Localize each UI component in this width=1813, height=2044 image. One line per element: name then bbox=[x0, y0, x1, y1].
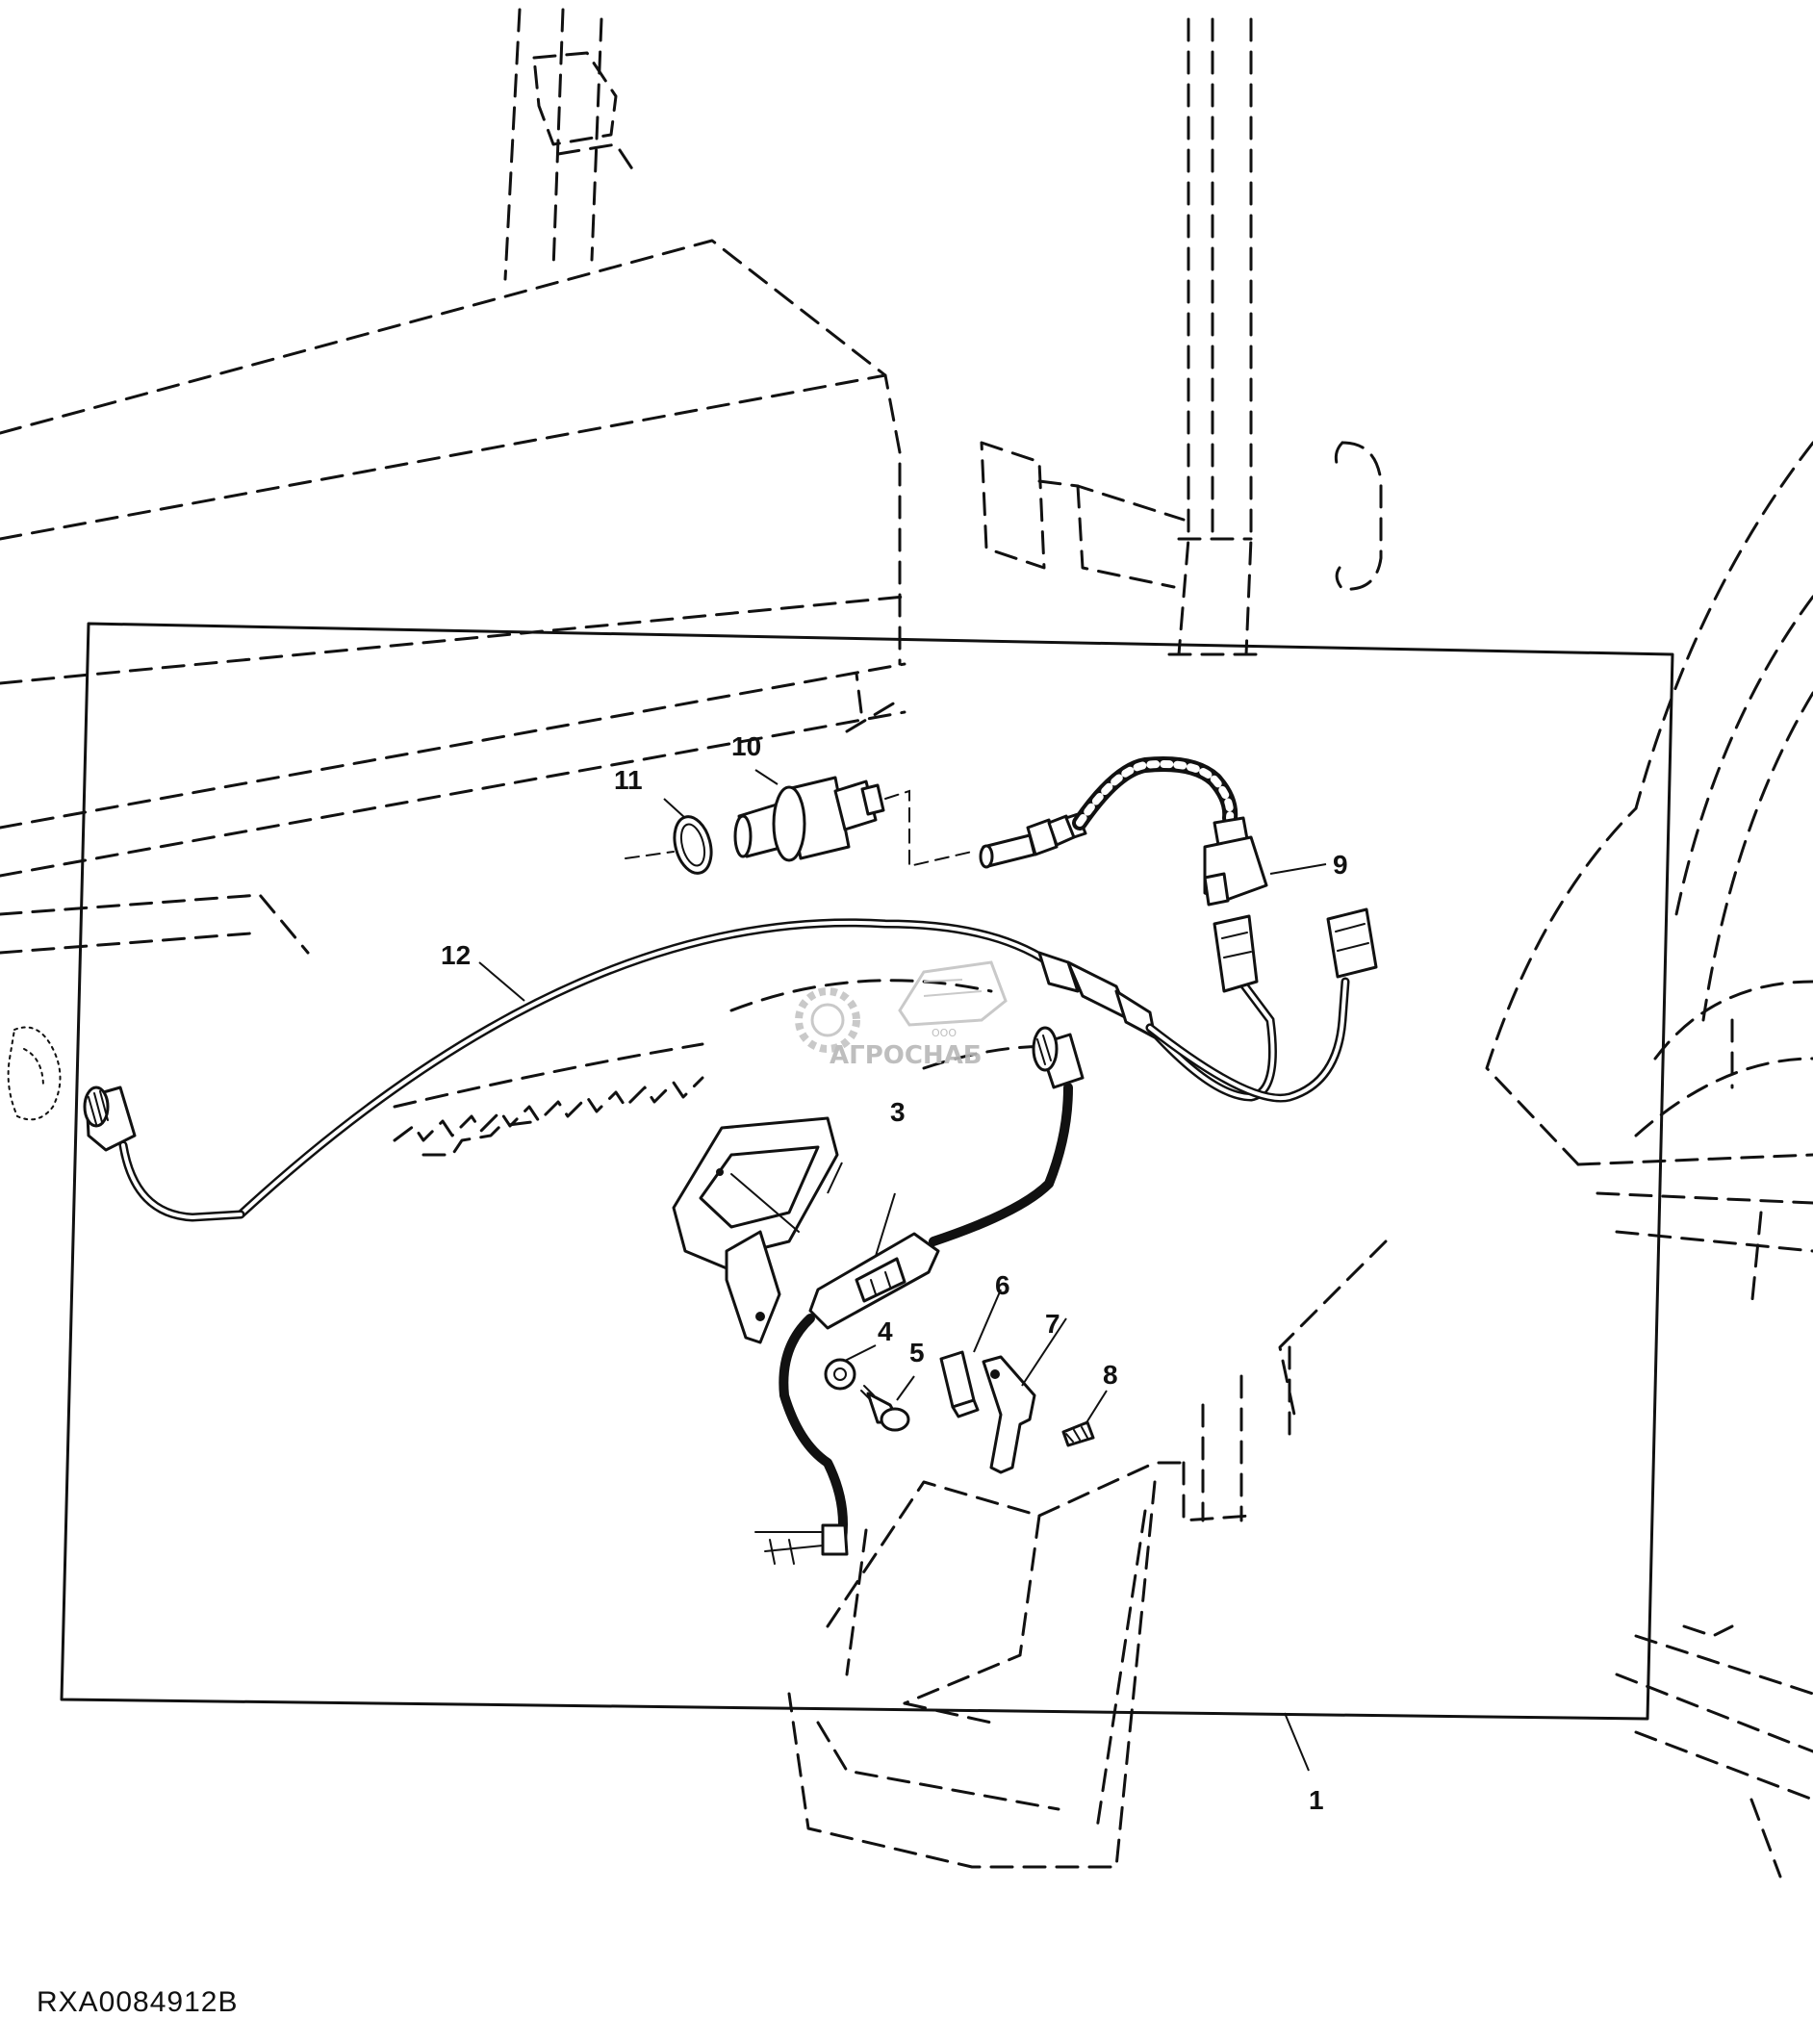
callout-3: 3 bbox=[890, 1097, 906, 1127]
callout-12: 12 bbox=[441, 940, 471, 970]
callout-10: 10 bbox=[731, 731, 761, 761]
heater-element bbox=[979, 756, 1268, 907]
mounting-bracket bbox=[672, 1116, 839, 1344]
callout-8: 8 bbox=[1103, 1360, 1118, 1390]
callout-11: 11 bbox=[614, 765, 643, 795]
callout-4: 4 bbox=[878, 1316, 893, 1346]
callout-7: 7 bbox=[1045, 1309, 1060, 1339]
callout-9: 9 bbox=[1333, 850, 1348, 880]
nut bbox=[824, 1358, 856, 1391]
cap-screw bbox=[860, 1385, 910, 1432]
control-module bbox=[754, 1026, 1085, 1565]
tapping-screw bbox=[1061, 1420, 1095, 1447]
clamp-block bbox=[939, 1350, 980, 1418]
wire-harness bbox=[83, 907, 1378, 1222]
leader-lines bbox=[478, 769, 1327, 1772]
figure-code: RXA0084912B bbox=[37, 1986, 239, 2018]
callout-5: 5 bbox=[909, 1338, 925, 1367]
watermark-prefix: ООО bbox=[932, 1027, 957, 1039]
kit-frame bbox=[60, 622, 1674, 1721]
callout-6: 6 bbox=[995, 1270, 1010, 1300]
o-ring bbox=[625, 815, 713, 875]
machine-outline bbox=[0, 8, 1813, 1878]
strap-clamp bbox=[982, 1355, 1036, 1474]
watermark-name: АГРОСНАБ bbox=[830, 1041, 983, 1070]
callout-1: 1 bbox=[1309, 1785, 1324, 1815]
watermark-logo: ООО АГРОСНАБ bbox=[795, 960, 1008, 1070]
adapter-fitting bbox=[733, 776, 973, 868]
